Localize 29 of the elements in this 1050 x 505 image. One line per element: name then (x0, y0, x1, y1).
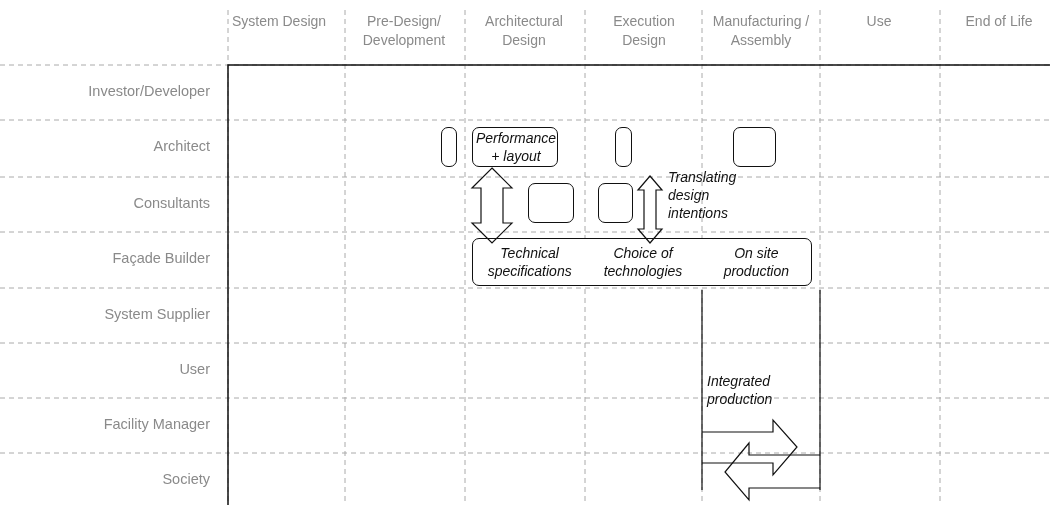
column-header: Architectural Design (484, 12, 564, 50)
row-header: Facility Manager (102, 416, 210, 432)
column-header: System Design (230, 12, 328, 31)
column-header: Manufacturing / Assembly (711, 12, 811, 50)
rounded-box (528, 183, 574, 223)
annotation-text: Integrated production (707, 372, 774, 408)
column-header: Execution Design (612, 12, 676, 50)
process-box (472, 238, 812, 286)
row-header: User (178, 361, 210, 377)
row-header: Architect (152, 138, 210, 154)
row-header: Investor/Developer (87, 83, 210, 99)
row-header: Façade Builder (111, 250, 210, 266)
rounded-box (615, 127, 632, 167)
column-header: End of Life (964, 12, 1034, 31)
column-header: Pre-Design/ Development (361, 12, 447, 50)
rounded-box (733, 127, 776, 167)
double-arrow (470, 167, 514, 244)
rounded-box (598, 183, 633, 223)
column-header: Use (865, 12, 893, 31)
box-text: Choice of technologies (602, 244, 684, 280)
box-text: On site production (722, 244, 790, 280)
box-text: Technical specifications (486, 244, 573, 280)
edge-label: Translating design intentions (668, 168, 738, 222)
row-header: Consultants (132, 195, 210, 211)
box-text: Performance + layout (474, 129, 558, 165)
double-arrow (636, 175, 664, 244)
row-header: Society (161, 471, 210, 487)
rounded-box (441, 127, 457, 167)
row-header: System Supplier (103, 306, 210, 322)
